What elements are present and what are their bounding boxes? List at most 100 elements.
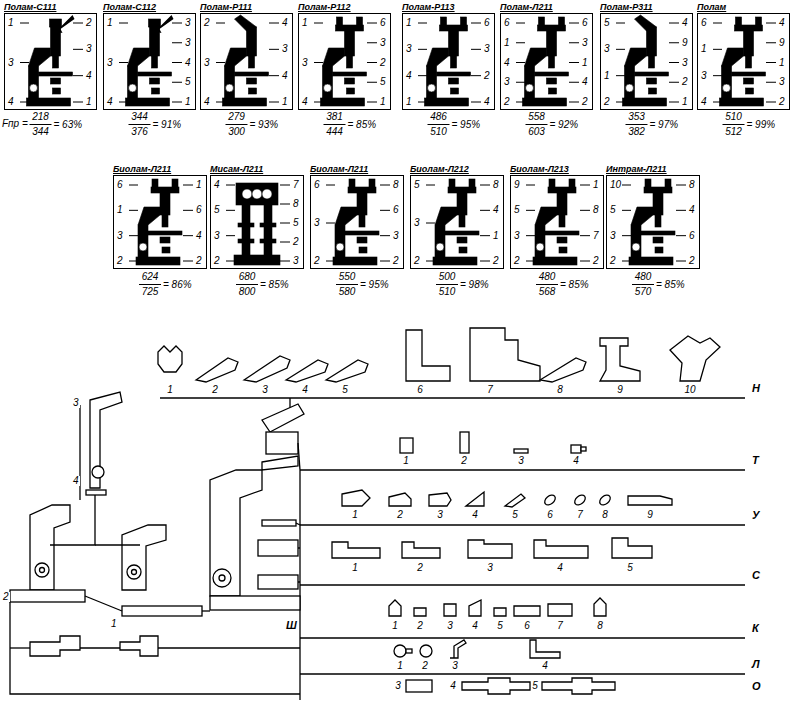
callout-number: 2: [379, 58, 387, 68]
drawing-stroke: [444, 604, 456, 616]
microscope-panel: Мисам-Л211: [210, 163, 304, 269]
drawing-stroke: [162, 215, 168, 227]
drawing-stroke: [380, 261, 390, 262]
drawing-stroke: [27, 19, 73, 106]
drawing-stroke: [258, 540, 298, 556]
drawing-stroke: [526, 235, 535, 236]
drawing-stroke: [269, 102, 279, 103]
drawing-stroke: [523, 17, 569, 106]
figure-number: 725: [142, 287, 159, 297]
figure-number: = 86%: [163, 280, 192, 290]
drawing-stroke: [516, 82, 525, 83]
drawing-stroke: [129, 185, 138, 186]
drawing-stroke: [139, 284, 161, 285]
drawing-stroke: [625, 48, 647, 66]
drawing-stroke: [516, 102, 525, 103]
callout-number: 3: [581, 38, 589, 48]
callout-number: 1: [503, 38, 511, 48]
drawing-stroke: [629, 257, 673, 265]
drawing-stroke: [480, 185, 490, 186]
panel-frame: [510, 175, 604, 269]
figure-number: = 91%: [153, 120, 182, 130]
figure-number: 1: [352, 563, 358, 573]
drawing-stroke: [332, 542, 380, 558]
figure-number: 2: [397, 510, 403, 520]
drawing-stroke: [449, 78, 459, 84]
callout-number: 3: [281, 44, 289, 54]
panel-frame: [402, 13, 495, 110]
drawing-stroke: [30, 636, 80, 656]
callout-number: 2: [603, 97, 611, 107]
drawing-stroke: [516, 42, 525, 43]
drawing-stroke: [300, 584, 745, 585]
drawing-stroke: [226, 235, 235, 236]
callout-number: 10: [609, 180, 622, 190]
drawing-stroke: [548, 604, 572, 616]
row-letter: К: [752, 623, 759, 634]
figure-number: 2: [461, 456, 467, 466]
callout-number: 2: [503, 97, 511, 107]
drawing-stroke: [298, 547, 300, 548]
figure-number: 5: [497, 621, 503, 631]
callout-number: 4: [688, 205, 696, 215]
drawing-stroke: [676, 185, 686, 186]
drawing-stroke: [469, 600, 481, 616]
drawing-stroke: [469, 179, 475, 188]
drawing-stroke: [380, 185, 390, 186]
drawing-stroke: [324, 124, 346, 125]
drawing-stroke: [119, 23, 128, 24]
drawing-stroke: [380, 235, 390, 236]
figure-number: 7: [577, 510, 583, 520]
drawing-stroke: [449, 27, 459, 56]
drawing-stroke: [347, 88, 355, 94]
drawing-stroke: [631, 207, 653, 225]
drawing-stroke: [336, 284, 358, 285]
drawing-stroke: [126, 98, 170, 106]
model-heading: Биолам-Л211: [113, 163, 207, 175]
panel-frame: [113, 175, 207, 269]
figure-number: 3: [395, 681, 401, 691]
drawing-stroke: [623, 98, 667, 106]
drawing-stroke: [525, 48, 547, 66]
model-heading: Биолам-Л212: [410, 163, 504, 175]
figure-number: 5: [532, 681, 538, 691]
drawing-stroke: [647, 27, 657, 56]
model-heading: Полам-Р111: [200, 1, 293, 13]
drawing-stroke: [649, 88, 657, 94]
figure-number: = 92%: [550, 120, 579, 130]
callout-number: 2: [592, 256, 600, 266]
drawing-stroke: [505, 494, 525, 507]
drawing-stroke: [280, 242, 290, 243]
drawing-stroke: [119, 102, 128, 103]
drawing-stroke: [20, 23, 29, 24]
model-heading: Мисам-Л211: [210, 163, 304, 175]
figure-number: 500: [439, 272, 456, 282]
callout-number: 3: [203, 58, 211, 68]
microscope-panel: Полам: [697, 1, 790, 110]
callout-number: 3: [106, 58, 114, 68]
figure-number: 218: [32, 112, 49, 122]
figure-number: 2: [212, 385, 218, 395]
drawing-stroke: [437, 72, 471, 76]
drawing-stroke: [722, 66, 732, 98]
drawing-stroke: [571, 445, 581, 453]
drawing-stroke: [51, 78, 61, 84]
drawing-stroke: [236, 183, 278, 205]
drawing-stroke: [713, 102, 722, 103]
drawing-stroke: [451, 88, 459, 94]
callout-number: 3: [184, 38, 192, 48]
drawing-stroke: [369, 179, 375, 188]
panel-frame: [210, 175, 304, 269]
figure-number: = 85%: [348, 120, 377, 130]
drawing-stroke: [649, 56, 655, 68]
drawing-stroke: [526, 185, 535, 186]
figure-number: 4: [573, 456, 579, 466]
drawing-stroke: [73, 75, 83, 76]
drawing-stroke: [460, 432, 469, 453]
drawing-stroke: [347, 56, 353, 68]
callout-number: 4: [203, 97, 211, 107]
callout-number: 2: [581, 97, 589, 107]
drawing-stroke: [160, 237, 170, 243]
drawing-stroke: [128, 66, 138, 98]
drawing-stroke: [480, 261, 490, 262]
